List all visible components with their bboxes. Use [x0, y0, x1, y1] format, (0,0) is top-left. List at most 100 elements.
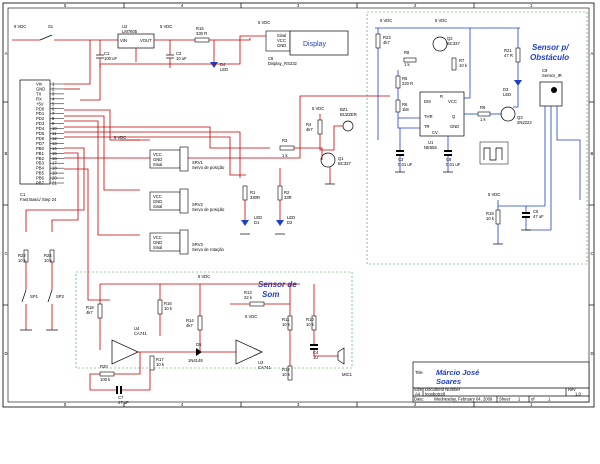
- c7-value: 47 uF: [118, 400, 129, 405]
- size-value: A4: [415, 392, 421, 397]
- u2-part: LM7805: [122, 29, 138, 34]
- servo-srv1: 5 VDC VCC GND Sinal SRV1 Servo de posiçã…: [114, 135, 225, 172]
- ir-vdc-label: 5 VDC: [488, 192, 500, 197]
- c5-value: 47 uF: [533, 214, 544, 219]
- title-label: Title: [415, 370, 423, 375]
- r9-label: R9: [480, 105, 486, 110]
- mcu-pin-label: PB5: [36, 171, 45, 176]
- d5-label: D5: [196, 342, 202, 347]
- mcu-pin-label: PD1: [36, 111, 45, 116]
- sheet-label: Sheet: [499, 397, 511, 402]
- r5-label: R5: [402, 76, 408, 81]
- r20-value: 100 k: [100, 377, 111, 382]
- servo-pin: Sinal: [153, 204, 162, 209]
- resistor-r15: [194, 37, 210, 43]
- frame-col-label: 4: [181, 402, 184, 407]
- ir-sensor: [539, 81, 563, 107]
- d1-value: LED: [254, 215, 262, 220]
- mcu-pin-label: TX: [36, 91, 42, 96]
- r10-label: R10: [306, 317, 314, 322]
- r19-label: R19: [486, 211, 494, 216]
- frame-row-label: C: [5, 251, 8, 256]
- r15-label: R15: [196, 26, 204, 31]
- c7-label: C7: [118, 395, 124, 400]
- display-module: 5 VDC Sinal VCC GND Display C6 Display_R…: [80, 20, 349, 101]
- microphone-icon: [337, 347, 345, 365]
- frame-col-label: 1: [530, 3, 533, 8]
- r10-value: 10 k: [306, 322, 315, 327]
- u1-pin-cv: CV: [432, 130, 438, 135]
- sound-vdc-label: 5 VDC: [198, 274, 210, 279]
- d4-label: D4: [220, 62, 226, 67]
- servo-srv2: VCC GND Sinal SRV2 Servo de posição: [149, 188, 225, 214]
- mcu-pin-label: +5V: [36, 101, 44, 106]
- r21-value: 47 R: [504, 53, 513, 58]
- mcu-label: C1: [20, 192, 26, 197]
- servo-pin: GND: [153, 240, 162, 245]
- mcu-pin-label: PD6: [36, 136, 45, 141]
- r8-label: R8: [404, 50, 410, 55]
- rev-value: 1.0: [575, 392, 581, 397]
- r14-value: 4k7: [186, 323, 193, 328]
- srv1-label: SRV1: [192, 160, 204, 165]
- c3-value: 0.01 uF: [398, 162, 413, 167]
- c3-label: C3: [398, 157, 404, 162]
- buzzer-driver: 5 VDC R4 4k7 BZ1 BUZZER R3 1 k Q1 BC337 …: [240, 106, 357, 235]
- srv2-label: SRV2: [192, 202, 204, 207]
- doc-label: Document Number: [425, 387, 461, 392]
- opamp-u3: [235, 339, 263, 365]
- mcu-pin-label: GND: [36, 86, 45, 91]
- frame-col-label: 4: [181, 3, 184, 8]
- servo-pin: VCC: [153, 152, 162, 157]
- vdc-9-label: 9 VDC: [14, 24, 26, 29]
- r6-value: 1k8: [402, 107, 409, 112]
- d2-value: LED: [287, 215, 295, 220]
- opamp-u4: [111, 339, 139, 365]
- r17-label: R17: [156, 357, 164, 362]
- c2-label: C2: [176, 51, 182, 56]
- c4-value: 1u: [313, 355, 318, 360]
- servo-pin: Sinal: [153, 162, 162, 167]
- mcu-pin-label: PD4: [36, 126, 45, 131]
- c1-label: C1: [104, 51, 110, 56]
- rev-label: Rev: [568, 387, 576, 392]
- obstacle-sensor-circuit: 5 VDC 5 VDC R23 4k7 R8 1 k Q2 BC337 R7 1…: [375, 18, 581, 245]
- u4-label: U4: [134, 326, 140, 331]
- r1-label: R1: [250, 190, 256, 195]
- mcu-pin-label: PB6: [36, 176, 45, 181]
- servo-pin: GND: [153, 157, 162, 162]
- c6-label: C6: [268, 56, 274, 61]
- r6-label: R6: [402, 102, 408, 107]
- r9-value: 1 k: [480, 117, 486, 122]
- servo-pin: VCC: [153, 235, 162, 240]
- diode-d5: [196, 348, 202, 356]
- c1-value: 100 uF: [104, 56, 117, 61]
- display-text: Display: [303, 41, 326, 48]
- frame-col-label: 5: [64, 402, 67, 407]
- display-pin: Sinal: [277, 33, 286, 38]
- push-buttons: R22 10 k R24 10 k SP1 SP2: [18, 249, 65, 331]
- r7-value: 10 k: [459, 63, 468, 68]
- q3-label: Q3: [517, 115, 523, 120]
- sound-sensor-circuit: 5 VDC R18 4k7 R16 10 k U4 CA741 D5 1N414…: [86, 274, 353, 405]
- mcu-part: Fast Basic/ Step 24: [20, 197, 57, 202]
- frame-col-label: 3: [297, 402, 300, 407]
- r2-label: R2: [284, 190, 290, 195]
- servo-pin: Sinal: [153, 245, 162, 250]
- transistor-q3: [500, 106, 516, 122]
- r4-label: R4: [306, 122, 312, 127]
- transistor-q2: [432, 36, 448, 52]
- obstacle-vdc-label: 5 VDC: [435, 18, 447, 23]
- of-label: of: [531, 397, 535, 402]
- c9-part: Sensor_IR: [542, 73, 562, 78]
- frame-col-label: 3: [297, 3, 300, 8]
- r11-value: 10 k: [282, 322, 291, 327]
- frame-col-label: 2: [414, 402, 417, 407]
- obstacle-vdc-label: 5 VDC: [380, 18, 392, 23]
- d4-value: LED: [220, 67, 228, 72]
- mcu-wires: [25, 40, 390, 301]
- frame-row-label: B: [591, 151, 594, 156]
- r17-value: 10 k: [156, 362, 165, 367]
